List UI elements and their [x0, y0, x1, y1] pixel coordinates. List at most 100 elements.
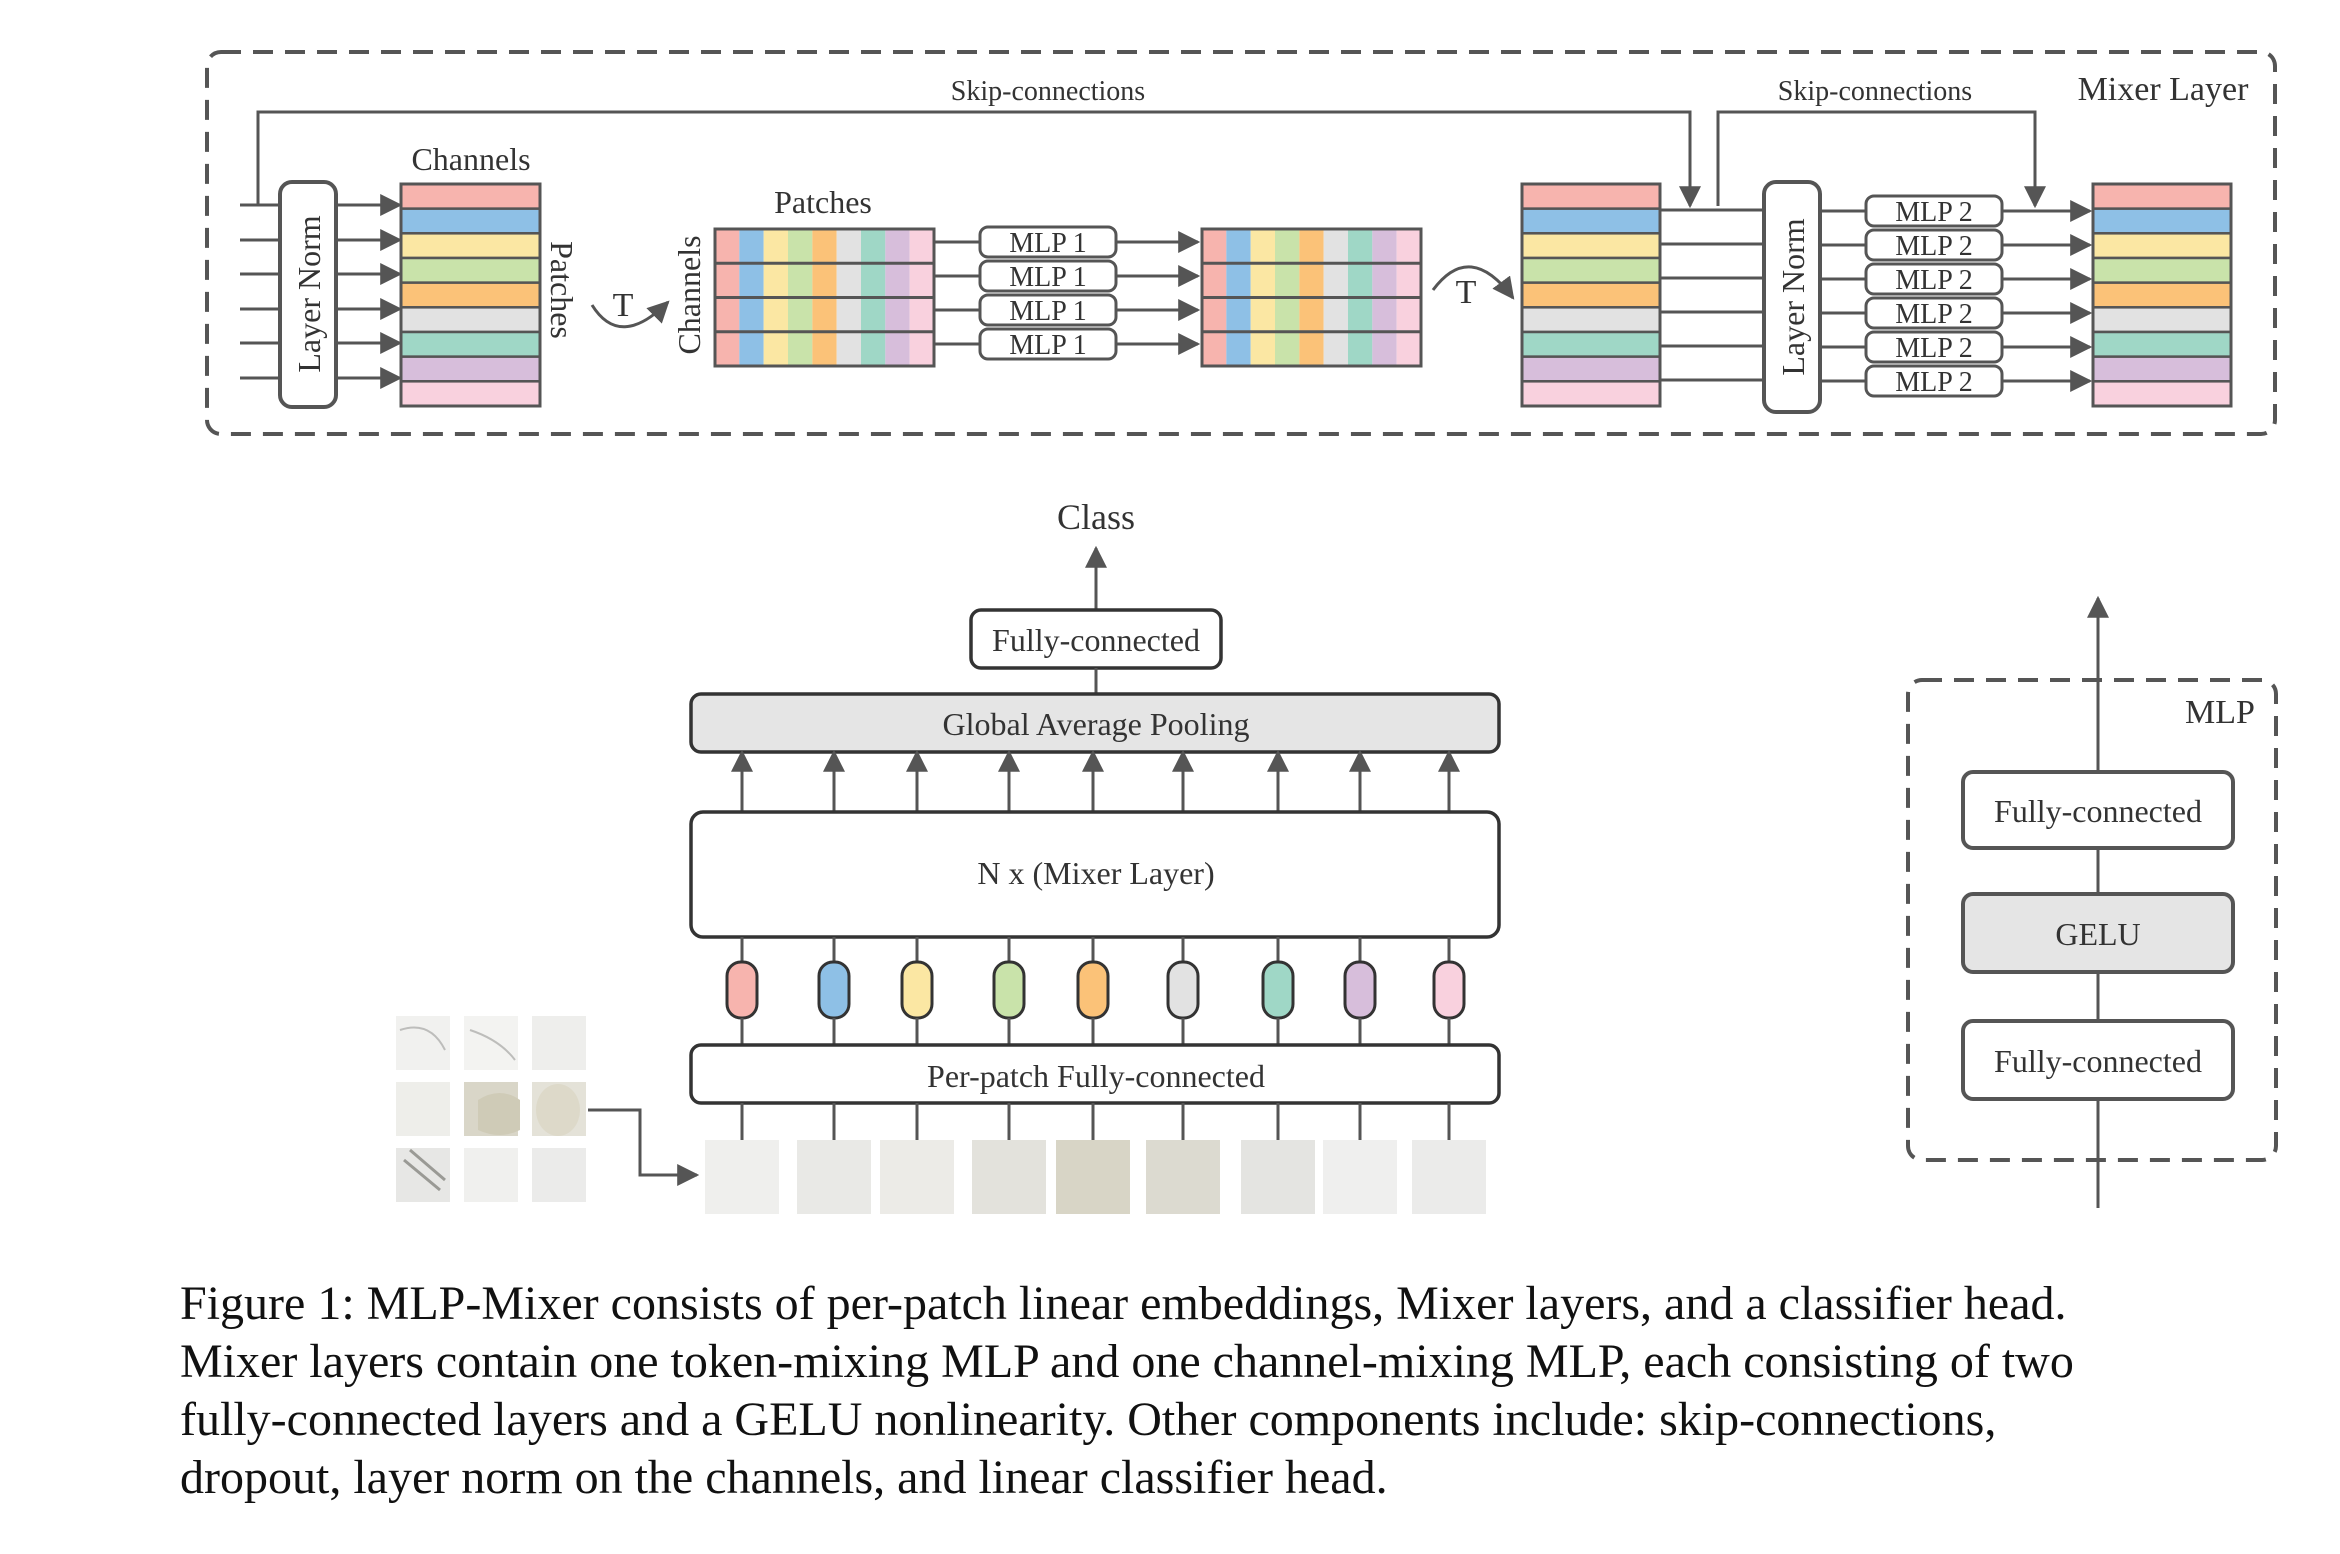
transpose-arrow-1: [590, 300, 670, 329]
fully-connected-head-label: Fully-connected: [992, 622, 1200, 658]
patches-grid-outline: [713, 227, 936, 368]
mlp-gelu-label: GELU: [2055, 916, 2140, 952]
channel-stack-3: [2091, 182, 2233, 408]
channel-stack-outline: [1520, 182, 1662, 408]
mlp1-label: MLP 1: [1009, 296, 1087, 327]
channel-stripe: [399, 380, 542, 408]
input-patch-image: [705, 1140, 779, 1214]
layer-norm-2-box: [1762, 180, 1822, 414]
mlp-block-title: MLP: [2185, 694, 2255, 731]
channel-stripe: [399, 182, 542, 210]
beaters-shape: [403, 1148, 446, 1192]
layer-norm-2-label: Layer Norm: [1775, 218, 1811, 375]
channel-stripe: [1520, 281, 1662, 309]
patches-side-label: Patches: [544, 241, 580, 339]
channel-stripe: [1520, 256, 1662, 284]
input-patch-image: [1323, 1140, 1397, 1214]
channel-stripe: [2091, 355, 2233, 383]
skip-label-1: Skip-connections: [951, 76, 1145, 107]
input-patch-image: [1241, 1140, 1315, 1214]
mlp-block-border: [1906, 678, 2278, 1162]
channels-side-label: Channels: [671, 235, 707, 354]
channel-stripe: [399, 256, 542, 284]
per-patch-fc-label: Per-patch Fully-connected: [927, 1058, 1265, 1094]
channel-stripe: [1520, 182, 1662, 210]
image-patch: [464, 1016, 518, 1070]
channel-stripe: [1520, 207, 1662, 235]
channel-stripe: [399, 306, 542, 334]
class-label: Class: [1057, 497, 1135, 537]
channel-stripe: [2091, 232, 2233, 260]
caption-line-2: Mixer layers contain one token-mixing ML…: [180, 1335, 2074, 1388]
skip-label-2: Skip-connections: [1778, 76, 1972, 107]
patches-grid-1: [713, 227, 936, 368]
image-to-patches-arrow: [588, 1108, 700, 1186]
input-patch-image: [1146, 1140, 1220, 1214]
input-patch-image: [972, 1140, 1046, 1214]
channel-stack-2: [1520, 182, 1662, 408]
channel-stripe: [2091, 256, 2233, 284]
layer-norm-1-output-arrows: [336, 194, 403, 389]
mlp1-label: MLP 1: [1009, 228, 1087, 259]
patch-input-lines: [740, 1103, 1451, 1140]
patches-grid-2: [1200, 227, 1423, 368]
channel-stripe: [399, 207, 542, 235]
token-embedding: [1343, 960, 1377, 1020]
image-patch: [532, 1148, 586, 1202]
mlp-fc-bottom-box: [1961, 1019, 2235, 1101]
input-image-grid: [396, 1016, 586, 1202]
channel-stripe: [2091, 182, 2233, 210]
mlp-block-diagram: MLP Fully-connected GELU Fully-connected: [1906, 595, 2278, 1208]
channel-stripe: [1520, 380, 1662, 408]
mlp1-label: MLP 1: [1009, 262, 1087, 293]
token-embedding: [817, 960, 851, 1020]
input-patch-image: [797, 1140, 871, 1214]
channel-stripe: [399, 355, 542, 383]
skip-connection-2: [1716, 110, 2046, 209]
image-patch: [464, 1148, 518, 1202]
channel-stripe: [399, 232, 542, 260]
global-average-pooling-label: Global Average Pooling: [943, 706, 1250, 742]
mixer-layer-diagram: Mixer Layer Skip-connections Skip-connec…: [205, 50, 2277, 436]
token-embedding: [1076, 960, 1110, 1020]
cable-shape: [399, 1026, 516, 1061]
token-embedding: [992, 960, 1026, 1020]
mlp2-label: MLP 2: [1895, 367, 1973, 398]
layer-norm-1-label: Layer Norm: [291, 215, 327, 372]
channel-stack-1: [399, 182, 542, 408]
token-embedding: [1432, 960, 1466, 1020]
mlp1-label: MLP 1: [1009, 330, 1087, 361]
patches-label: Patches: [774, 184, 872, 220]
channel-stripe: [1520, 232, 1662, 260]
channel-stack-outline: [399, 182, 542, 408]
mixer-stack-box: [689, 810, 1501, 939]
mlp2-label: MLP 2: [1895, 265, 1973, 296]
channels-label-top: Channels: [411, 141, 530, 177]
mixer-layer-title: Mixer Layer: [2078, 71, 2250, 108]
input-patch-image: [1412, 1140, 1486, 1214]
main-architecture: Class Fully-connected Global Average Poo…: [396, 497, 1501, 1214]
mixer-shape: [478, 1093, 520, 1135]
transpose-label-2: T: [1456, 274, 1477, 311]
channel-stripe: [2091, 380, 2233, 408]
caption-line-3: fully-connected layers and a GELU nonlin…: [180, 1393, 1997, 1446]
input-patch-image: [1056, 1140, 1130, 1214]
channel-stripe: [2091, 281, 2233, 309]
image-patch: [532, 1016, 586, 1070]
caption-line-4: dropout, layer norm on the channels, and…: [180, 1451, 1388, 1504]
transpose-arrow-2: [1431, 265, 1515, 300]
token-embedding: [725, 960, 759, 1020]
mlp2-label: MLP 2: [1895, 231, 1973, 262]
mlp2-label: MLP 2: [1895, 197, 1973, 228]
transpose-label-1: T: [613, 287, 634, 324]
token-embedding: [1261, 960, 1295, 1020]
mixer-output-arrows: [731, 749, 1460, 812]
token-embeddings: [725, 937, 1466, 1045]
channel-stripe: [1520, 330, 1662, 358]
input-patch-image: [880, 1140, 954, 1214]
channel-stripe: [2091, 330, 2233, 358]
channel-stripe: [2091, 207, 2233, 235]
